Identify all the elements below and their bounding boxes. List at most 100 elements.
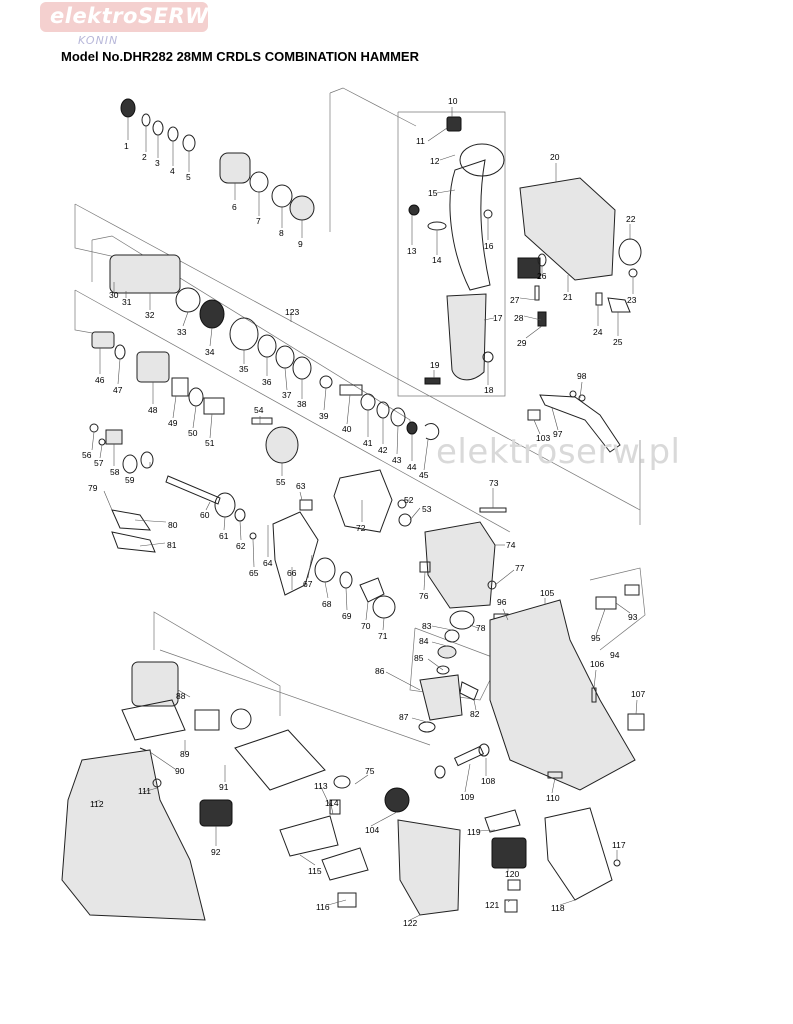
part-label: 87 [399,712,409,722]
part-label: 91 [219,782,229,792]
part-label: 45 [419,470,429,480]
part-label: 1 [124,141,129,151]
part-label: 53 [422,504,432,514]
part-label: 103 [536,433,550,443]
part-label: 40 [342,424,352,434]
part-label: 21 [563,292,573,302]
part-label: 112 [90,799,104,809]
part-label: 115 [308,866,322,876]
part-label: 42 [378,445,388,455]
logo-subtext: KONIN [78,34,119,47]
part-label: 15 [428,188,438,198]
part-label: 96 [497,597,507,607]
part-label: 43 [392,455,402,465]
part-label: 64 [263,558,273,568]
part-label: 44 [407,462,417,472]
part-label: 81 [167,540,177,550]
part-label: 13 [407,246,417,256]
part-label: 116 [316,902,330,912]
part-label: 31 [122,297,132,307]
part-label: 62 [236,541,246,551]
part-label: 75 [365,766,375,776]
part-label: 3 [155,158,160,168]
part-label: 110 [546,793,560,803]
part-label: 17 [493,313,503,323]
part-label: 52 [404,495,414,505]
part-label: 71 [378,631,388,641]
part-label: 16 [484,241,494,251]
part-label: 78 [476,623,486,633]
part-label: 97 [553,429,563,439]
part-label: 66 [287,568,297,578]
part-label: 60 [200,510,210,520]
part-label: 29 [517,338,527,348]
part-label: 68 [322,599,332,609]
part-label: 2 [142,152,147,162]
part-label: 83 [422,621,432,631]
part-label: 86 [375,666,385,676]
part-shapes [61,98,645,921]
part-label: 79 [88,483,98,493]
part-label: 98 [577,371,587,381]
part-label: 11 [416,136,425,146]
part-label: 92 [211,847,221,857]
part-label: 33 [177,327,187,337]
part-label: 69 [342,611,352,621]
part-label: 34 [205,347,215,357]
part-label: 88 [176,691,186,701]
leader-lines [91,107,638,921]
part-label: 77 [515,563,525,573]
part-label: 28 [514,313,524,323]
part-label: 63 [296,481,306,491]
part-label: 85 [414,653,424,663]
part-label: 89 [180,749,190,759]
part-label: 5 [186,172,191,182]
part-label: 122 [403,918,417,928]
part-label: 105 [540,588,554,598]
part-label: 23 [627,295,637,305]
part-label: 49 [168,418,178,428]
logo-badge: elektroSERW [40,2,208,32]
part-label: 30 [109,290,119,300]
part-label: 65 [249,568,259,578]
part-label: 8 [279,228,284,238]
part-label: 35 [239,364,249,374]
part-label: 46 [95,375,105,385]
part-label: 123 [285,307,299,317]
part-label: 106 [590,659,604,669]
part-label: 57 [94,458,104,468]
part-label: 14 [432,255,442,265]
part-label: 58 [110,467,120,477]
part-label: 4 [170,166,175,176]
part-label: 74 [506,540,516,550]
part-label: 95 [591,633,601,643]
part-label: 104 [365,825,379,835]
part-label: 108 [481,776,495,786]
part-label: 67 [303,579,313,589]
part-label: 27 [510,295,520,305]
part-label: 6 [232,202,237,212]
part-label: 56 [82,450,92,460]
part-label: 20 [550,152,560,162]
part-label: 111 [138,786,151,796]
part-label: 61 [219,531,229,541]
watermark: elektroserw.pl [436,432,681,472]
part-label: 41 [363,438,373,448]
part-label: 121 [485,900,499,910]
part-label: 36 [262,377,272,387]
part-label: 48 [148,405,158,415]
logo-text: elektroSERW [50,4,209,28]
part-label: 70 [361,621,371,631]
part-label: 25 [613,337,623,347]
part-label: 113 [314,781,328,791]
part-label: 114 [325,798,339,808]
part-label: 120 [505,869,519,879]
part-labels: 1 2 3 4 5 6 7 8 9 10 11 12 13 14 15 16 1… [82,96,645,928]
part-label: 39 [319,411,329,421]
part-label: 90 [175,766,185,776]
part-label: 59 [125,475,135,485]
part-label: 109 [460,792,474,802]
part-label: 47 [113,385,123,395]
part-label: 119 [467,827,481,837]
part-label: 12 [430,156,440,166]
